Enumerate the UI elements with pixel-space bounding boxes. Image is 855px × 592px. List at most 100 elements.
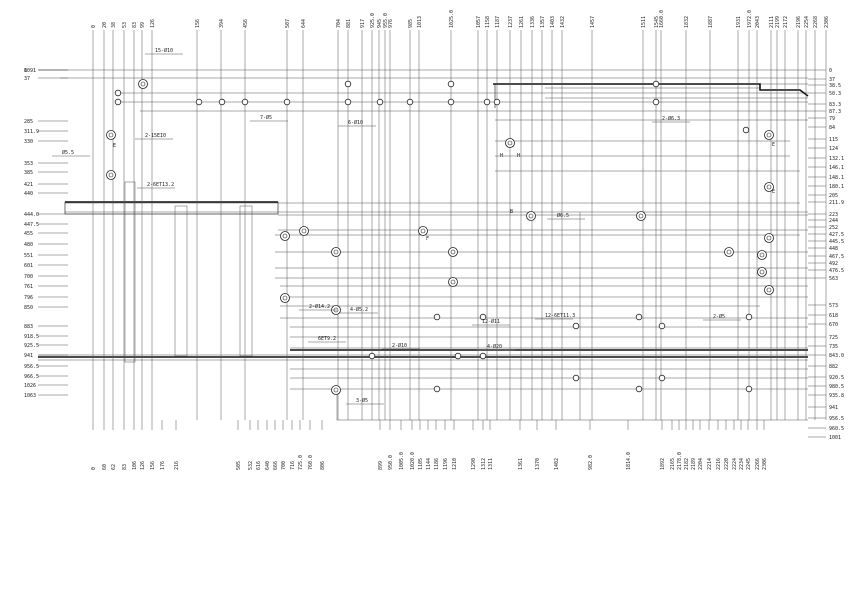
bottom-dim-label: 1290 [471, 458, 477, 470]
right-dim-label: 84 [829, 125, 835, 131]
hole-small-7 [344, 98, 352, 106]
right-dim-label: 476.5 [829, 268, 844, 274]
bottom-dim-label: 2182 [684, 458, 690, 470]
hole-large-core-12 [766, 132, 772, 138]
right-dim-label: 448 [829, 246, 838, 252]
hole-small-19 [479, 352, 487, 360]
hole-large-core-16 [759, 269, 765, 275]
top-dim-label: 925.0 [370, 13, 376, 28]
right-dim-label: 79 [829, 116, 835, 122]
hole-large-6 [526, 211, 536, 221]
hole-large-1 [106, 130, 116, 140]
plate-contour-upper [493, 83, 809, 97]
left-dim-label: 941 [24, 353, 33, 359]
hole-tag: E [772, 142, 775, 148]
top-dim-label: 1187 [495, 16, 501, 28]
left-dim-label: 455 [24, 231, 33, 237]
bottom-dim-label: 216 [174, 461, 180, 470]
top-dim-label: 1832 [684, 16, 690, 28]
top-dim-label: 1158 [485, 16, 491, 28]
top-dim-label: 945 [377, 19, 383, 28]
left-dim-label: 761 [24, 284, 33, 290]
rib-3 [124, 181, 136, 363]
hole-large-17 [764, 285, 774, 295]
hole-large-12 [764, 130, 774, 140]
callout-label: 3-Ø5 [356, 397, 368, 404]
right-dim-label: 37 [829, 77, 835, 83]
right-dim-label: 670 [829, 322, 838, 328]
right-dim-label: 124 [829, 146, 838, 152]
right-dim-label: 115 [829, 137, 838, 143]
left-dim-label: 311.9 [24, 129, 39, 135]
callout-label: 2-15EI0 [145, 133, 166, 139]
top-dim-label: 1057 [476, 16, 482, 28]
hole-large-15 [757, 250, 767, 260]
right-dim-label: 941 [829, 405, 838, 411]
right-dim-label: 146.1 [829, 165, 844, 171]
top-dim-label: 2043 [755, 16, 761, 28]
hole-small-14 [652, 80, 660, 88]
top-dim-label: 38 [111, 22, 117, 28]
top-dim-label: 1432 [560, 16, 566, 28]
left-dim-label: 551 [24, 253, 33, 259]
top-dim-label: 53 [122, 22, 128, 28]
bottom-dim-label: 106 [132, 461, 138, 470]
hole-large-core-7 [638, 213, 644, 219]
hole-large-0 [138, 79, 148, 89]
bottom-dim-label: 1210 [452, 458, 458, 470]
hole-large-5 [418, 226, 428, 236]
bottom-dim-label: 899 [378, 461, 384, 470]
right-dim-label: 935.8 [829, 393, 844, 399]
top-dim-label: 1013 [417, 16, 423, 28]
top-dim-label: 976 [388, 19, 394, 28]
bottom-dim-label: 2165 [670, 458, 676, 470]
left-dim-label: 444.0 [24, 212, 39, 218]
hole-large-core-9 [333, 249, 339, 255]
right-dim-label: 83.3 [829, 102, 841, 108]
right-dim-label: 735 [829, 344, 838, 350]
right-dim-label: 38.5 [829, 83, 841, 89]
top-dim-label: 2306 [824, 16, 830, 28]
bottom-dim-label: 0 [91, 467, 97, 470]
hole-small-25 [635, 313, 643, 321]
bottom-dim-label: 1311 [488, 458, 494, 470]
bottom-dim-label: 62 [111, 464, 117, 470]
right-dim-label: 467.5 [829, 254, 844, 260]
top-dim-label: 881 [346, 19, 352, 28]
hole-small-18 [433, 385, 441, 393]
bottom-dim-label: 616 [256, 461, 262, 470]
hole-large-18 [280, 293, 290, 303]
left-dim-label: 37 [24, 76, 30, 82]
callout-label: 4-Ø20 [487, 343, 502, 350]
hole-large-core-13 [766, 184, 772, 190]
bottom-dim-label: 2204 [698, 458, 704, 470]
left-dim-label: 353 [24, 161, 33, 167]
right-dim-label: 50.3 [829, 91, 841, 97]
bottom-dim-label: 156 [150, 461, 156, 470]
hole-large-core-20 [450, 279, 456, 285]
left-dim-label: 421 [24, 182, 33, 188]
top-dim-label: 2254 [804, 16, 810, 28]
hole-small-13 [493, 98, 501, 106]
top-dim-label: 99 [140, 22, 146, 28]
callout-label: 6-Ø10 [348, 119, 363, 126]
callout-label: 2-Ø6.3 [662, 115, 680, 122]
right-dim-label: 252 [829, 225, 838, 231]
right-dim-label: 180.1 [829, 184, 844, 190]
callout-label: 6ET9.2 [318, 336, 336, 342]
hole-large-10 [448, 247, 458, 257]
right-dim-label: 0 [829, 68, 832, 74]
hole-small-10 [447, 80, 455, 88]
right-dim-label: 956.5 [829, 416, 844, 422]
bottom-dim-label: 532 [248, 461, 254, 470]
hole-small-27 [745, 313, 753, 321]
top-dim-label: 156 [195, 19, 201, 28]
hole-large-2 [106, 170, 116, 180]
hole-large-8 [280, 231, 290, 241]
callout-label: 12-Ø11 [482, 318, 500, 325]
bottom-dim-label: 2214 [707, 458, 713, 470]
left-dim-label: 918.5 [24, 334, 39, 340]
hole-tag: F [426, 236, 429, 242]
top-dim-label: 1511 [641, 16, 647, 28]
hole-large-core-15 [759, 252, 765, 258]
